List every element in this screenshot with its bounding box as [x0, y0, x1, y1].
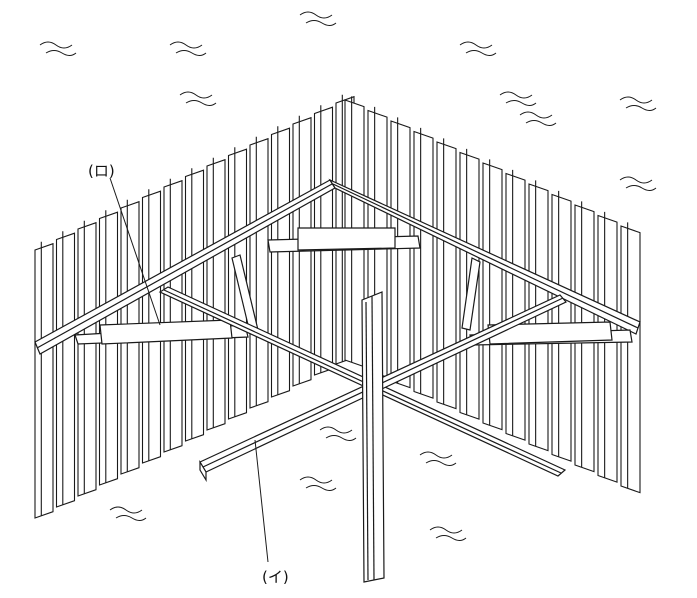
sheet-pile	[270, 127, 291, 398]
sheet-pile	[292, 116, 312, 387]
sheet-pile	[206, 158, 226, 431]
right-waler	[328, 178, 641, 335]
ground-mark	[39, 41, 77, 56]
ground-mark	[299, 476, 337, 491]
label-ro: (ロ)	[88, 162, 115, 180]
sheet-pile	[620, 225, 641, 494]
ground-mark	[419, 451, 457, 466]
ground-mark	[519, 111, 557, 126]
sheet-pile	[528, 183, 549, 452]
sheet-pile	[55, 232, 76, 508]
waler-and-struts	[34, 178, 641, 583]
ground-mark	[499, 91, 537, 106]
ground-mark	[299, 11, 337, 26]
ground-mark	[179, 91, 217, 106]
brace	[461, 257, 481, 331]
left-sheet-pile-wall	[34, 94, 355, 519]
sheet-pile	[163, 179, 183, 453]
sheet-pile	[597, 214, 618, 483]
sheet-pile	[77, 221, 97, 497]
ground-mark	[169, 41, 207, 56]
sheet-pile	[34, 242, 54, 519]
ground-mark	[319, 426, 357, 441]
sheet-pile	[413, 130, 434, 399]
sheet-pile	[505, 172, 526, 441]
sheet-pile	[98, 211, 119, 486]
leader-lines	[109, 177, 269, 563]
right-sheet-pile-wall	[344, 96, 641, 494]
label-i: (イ)	[262, 568, 289, 586]
ground-mark	[459, 41, 497, 56]
ground-mark	[619, 96, 657, 111]
sheet-pile	[482, 162, 503, 431]
ground-mark	[429, 526, 467, 541]
ground-mark	[109, 506, 147, 521]
ground-mark	[619, 176, 657, 191]
leader-ro	[109, 177, 161, 326]
sheet-pile	[436, 141, 457, 410]
sheet-pile	[249, 137, 269, 409]
sheet-pile	[390, 120, 411, 389]
ground-marks	[39, 11, 657, 541]
leader-i	[254, 439, 269, 563]
